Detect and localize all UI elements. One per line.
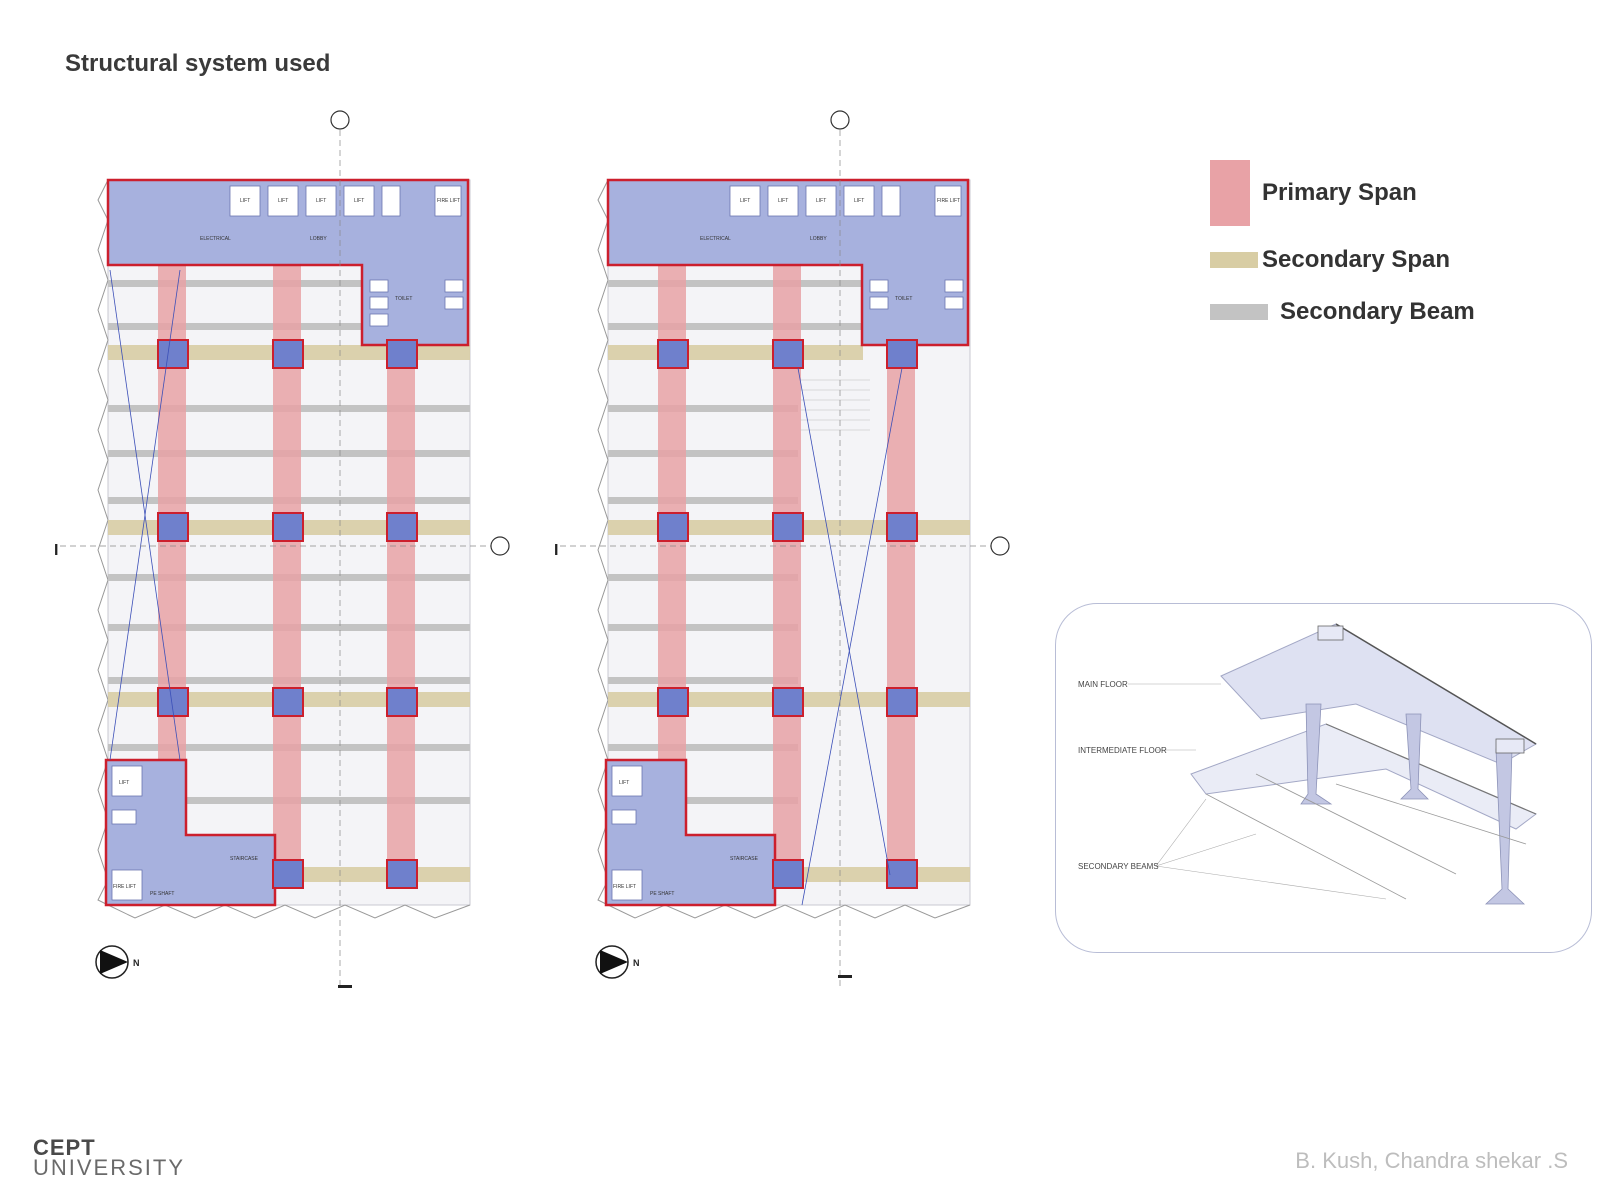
svg-text:PE SHAFT: PE SHAFT [150,891,174,897]
svg-text:I: I [554,542,558,559]
svg-text:LOBBY: LOBBY [810,236,827,242]
svg-text:STAIRCASE: STAIRCASE [730,856,759,862]
svg-text:FIRE LIFT: FIRE LIFT [937,198,960,204]
svg-text:FIRE LIFT: FIRE LIFT [437,198,460,204]
svg-text:LIFT: LIFT [619,780,629,786]
svg-text:LIFT: LIFT [119,780,129,786]
svg-text:LIFT: LIFT [778,198,788,204]
secondary-beam-label: Secondary Beam [1280,298,1475,325]
svg-text:TOILET: TOILET [895,296,912,302]
svg-text:LIFT: LIFT [278,198,288,204]
svg-text:LIFT: LIFT [816,198,826,204]
legend: Primary Span Secondary Span Secondary Be… [1210,160,1570,340]
svg-text:TOILET: TOILET [395,296,412,302]
floor-plan-main: LIFT LIFT LIFT LIFT FIRE LIFT LOBBY TOIL… [40,100,520,1020]
page-title: Structural system used [65,50,331,77]
svg-text:LIFT: LIFT [740,198,750,204]
svg-text:LIFT: LIFT [316,198,326,204]
logo-line1: CEPT [33,1135,96,1160]
logo-line2: UNIVERSITY [33,1155,186,1180]
primary-span-swatch [1210,160,1250,226]
svg-text:N: N [133,958,140,968]
lift-label: LIFT [240,198,250,204]
svg-text:LOBBY: LOBBY [310,236,327,242]
main-floor-label: MAIN FLOOR [1078,680,1128,689]
author-credit: B. Kush, Chandra shekar .S [1295,1148,1568,1173]
svg-text:I: I [54,542,58,559]
svg-text:STAIRCASE: STAIRCASE [230,856,259,862]
secondary-span-swatch [1210,252,1258,268]
svg-text:FIRE LIFT: FIRE LIFT [613,884,636,890]
svg-text:ELECTRICAL: ELECTRICAL [700,236,731,242]
primary-span-label: Primary Span [1262,179,1417,206]
svg-text:FIRE LIFT: FIRE LIFT [113,884,136,890]
svg-text:LIFT: LIFT [354,198,364,204]
legend-secondary-span: Secondary Span [1210,246,1450,274]
cept-logo: CEPT UNIVERSITY [33,1135,186,1180]
legend-primary-span: Primary Span [1210,160,1417,226]
floor-plan-intermediate: LIFT LIFT LIFT LIFT FIRE LIFT LOBBY TOIL… [540,100,1020,1020]
legend-secondary-beam: Secondary Beam [1210,298,1475,326]
secondary-beams-label: SECONDARY BEAMS [1078,862,1159,871]
svg-text:PE SHAFT: PE SHAFT [650,891,674,897]
svg-text:N: N [633,958,640,968]
secondary-beam-swatch [1210,304,1268,320]
secondary-span-label: Secondary Span [1262,246,1451,273]
isometric-detail-panel: MAIN FLOOR INTERMEDIATE FLOOR SECONDARY … [1055,603,1592,953]
svg-text:ELECTRICAL: ELECTRICAL [200,236,231,242]
svg-text:LIFT: LIFT [854,198,864,204]
intermediate-floor-label: INTERMEDIATE FLOOR [1078,746,1167,755]
